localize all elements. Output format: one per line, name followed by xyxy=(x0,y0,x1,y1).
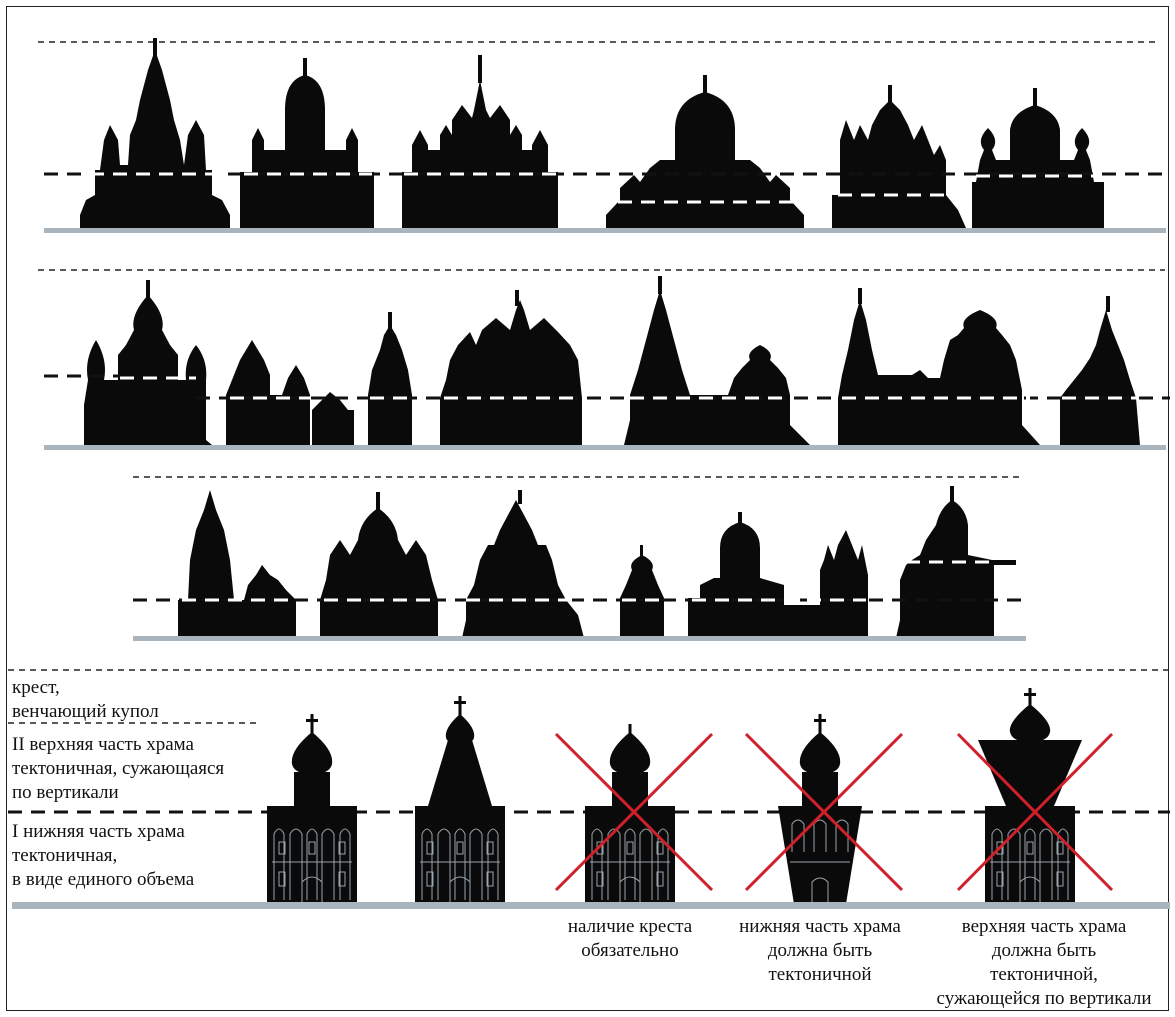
legend-cross: крест, венчающий купол xyxy=(12,676,159,724)
caption-bad-lower-line-2: должна быть xyxy=(767,940,873,961)
row-2-silhouettes xyxy=(38,269,1170,450)
caption-bad-upper-line-3: тектоничной, xyxy=(990,964,1098,985)
church-no-cross xyxy=(584,724,676,905)
caption-bad-lower-line-3: тектоничной xyxy=(768,964,872,985)
church-bad-upper xyxy=(978,688,1082,905)
caption-bad-lower: нижняя часть храма должна быть тектоничн… xyxy=(710,915,930,987)
legend-upper-line-2: тектоничная, сужающаяся xyxy=(12,758,225,779)
caption-bad-upper-line-1: верхняя часть храма xyxy=(961,916,1127,937)
caption-no-cross-line-2: обязательно xyxy=(581,940,679,961)
figure-border xyxy=(6,6,1169,1011)
legend-lower-line-3: в виде единого объема xyxy=(12,869,195,890)
legend-upper-line-3: по вертикали xyxy=(12,782,119,803)
legend-upper-part: II верхняя часть храма тектоничная, сужа… xyxy=(12,733,229,805)
caption-no-cross-line-1: наличие креста xyxy=(567,916,693,937)
cross-out-marks xyxy=(554,732,1114,892)
row-1-silhouettes xyxy=(38,38,1170,233)
rules-illustration xyxy=(8,669,1170,909)
caption-bad-upper: верхняя часть храма должна быть тектонич… xyxy=(918,915,1170,1011)
legend-lower-part: I нижняя часть храма тектоничная, в виде… xyxy=(12,820,199,892)
church-correct-tent xyxy=(414,696,506,905)
legend-cross-line-2: венчающий купол xyxy=(12,701,159,722)
caption-bad-lower-line-1: нижняя часть храма xyxy=(739,916,901,937)
caption-bad-upper-line-4: сужающейся по вертикали xyxy=(936,988,1152,1009)
legend-lower-line-2: тектоничная, xyxy=(12,845,118,866)
caption-no-cross: наличие креста обязательно xyxy=(520,915,740,963)
row-3-silhouettes xyxy=(133,476,1026,641)
legend-cross-line-1: крест, xyxy=(12,677,60,698)
church-correct-onion xyxy=(266,714,358,905)
legend-upper-line-1: II верхняя часть храма xyxy=(12,734,194,755)
legend-lower-line-1: I нижняя часть храма xyxy=(12,821,185,842)
caption-bad-upper-line-2: должна быть xyxy=(991,940,1097,961)
